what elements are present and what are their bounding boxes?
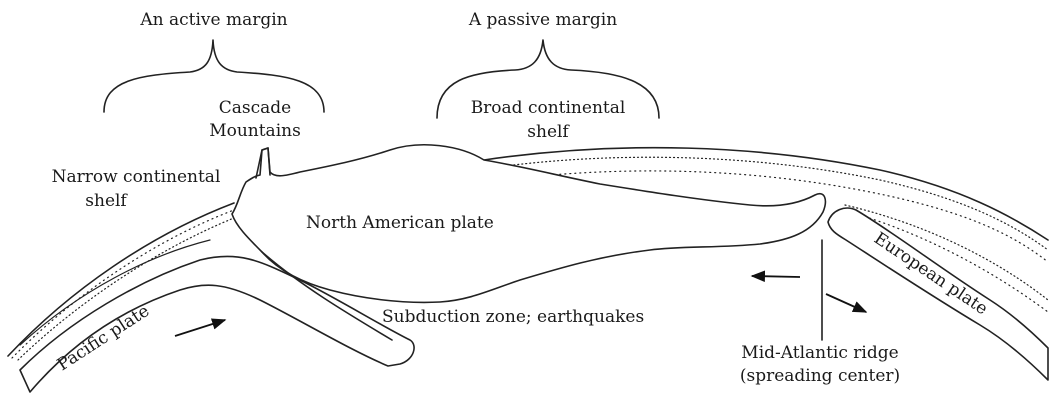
subduction-zone-label: Subduction zone; earthquakes (382, 307, 644, 327)
north-american-plate-label: North American plate (306, 213, 494, 233)
passive-margin-label: A passive margin (468, 10, 617, 30)
narrow-shelf-label-line2: shelf (85, 191, 128, 211)
broad-shelf-label-line1: Broad continental (471, 98, 626, 118)
european-motion-arrow (826, 294, 866, 312)
active-margin-label: An active margin (139, 10, 287, 30)
broad-shelf-label-line2: shelf (527, 122, 570, 142)
cascade-label-line1: Cascade (219, 98, 291, 118)
mid-atlantic-label-line2: (spreading center) (740, 366, 900, 386)
mid-atlantic-label-line1: Mid-Atlantic ridge (741, 343, 898, 363)
narrow-shelf-label-line1: Narrow continental (52, 167, 221, 187)
pacific-motion-arrow (175, 320, 225, 336)
north-american-motion-arrow (752, 276, 800, 277)
cascade-label-line2: Mountains (209, 121, 301, 141)
